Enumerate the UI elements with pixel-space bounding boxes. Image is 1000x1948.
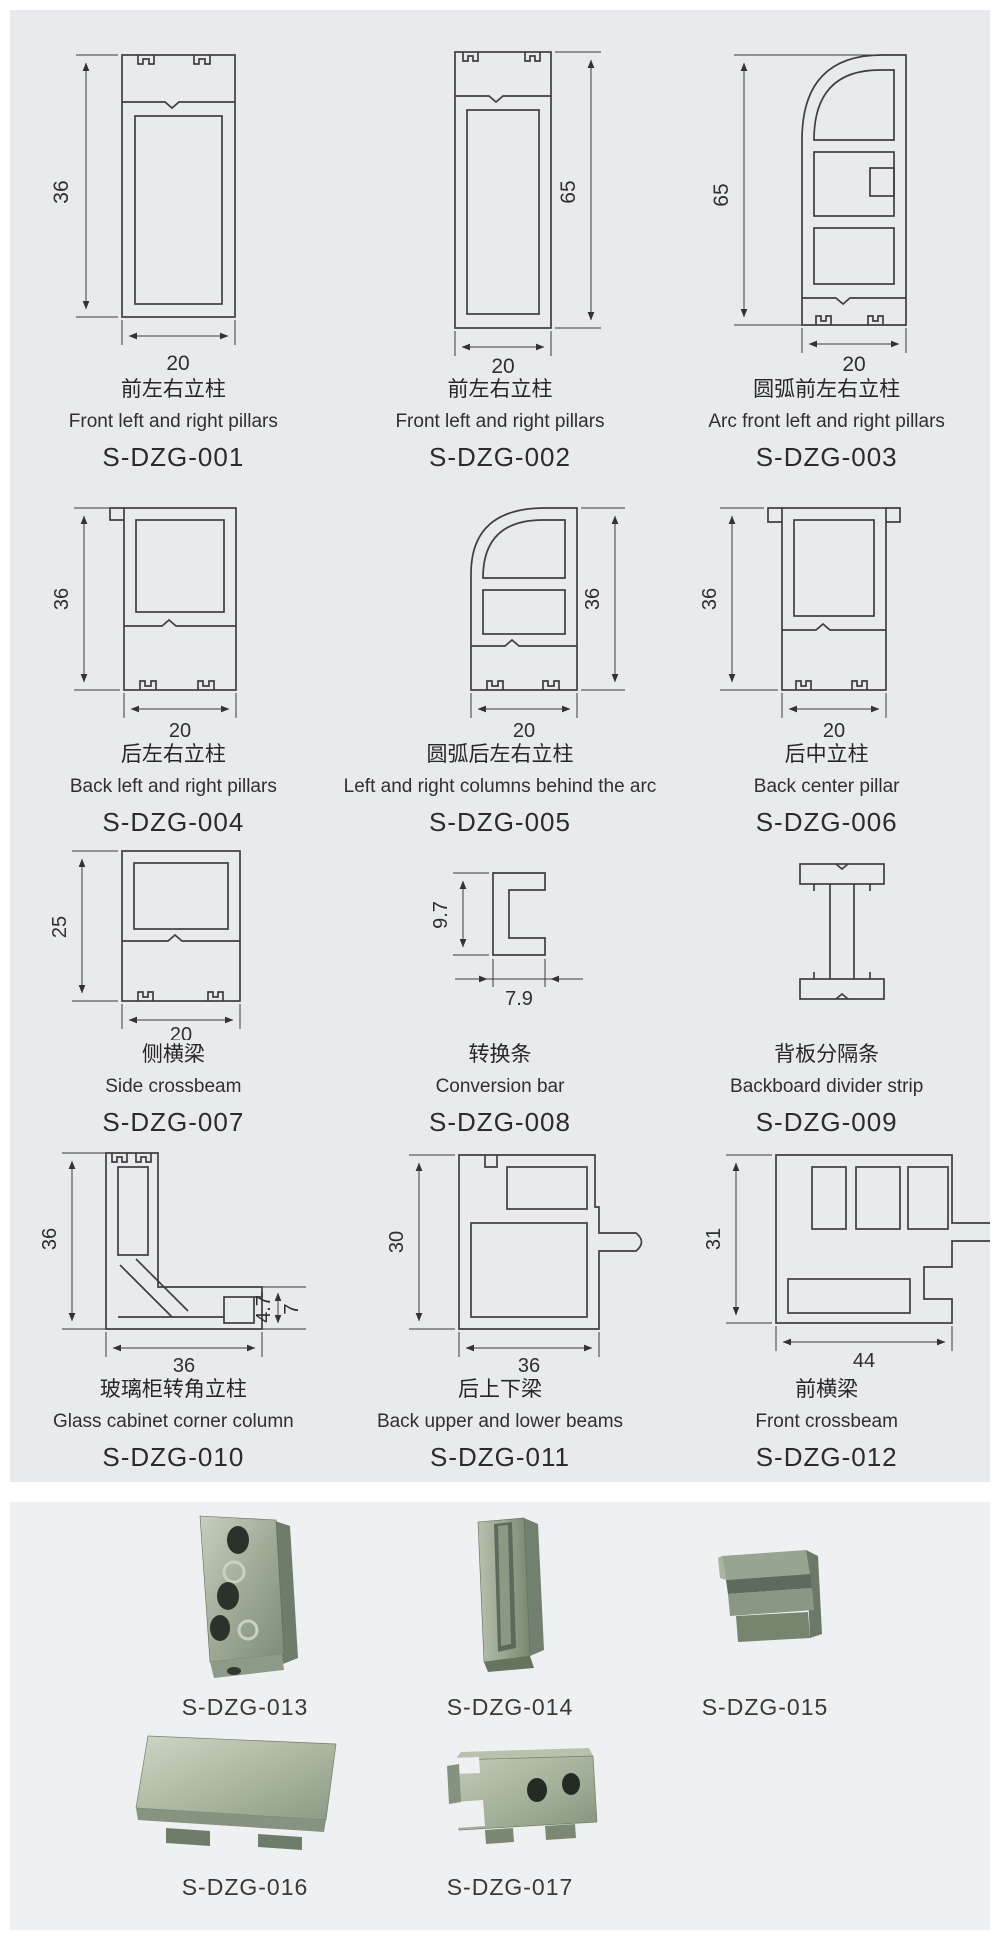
part-name-zh: 圆弧后左右立柱	[426, 743, 574, 766]
part-code: S-DZG-012	[755, 1442, 898, 1472]
part-name-en: Left and right columns behind the arc	[343, 776, 657, 797]
part-code-017: S-DZG-017	[446, 1874, 574, 1900]
dim-width: 20	[170, 1024, 192, 1040]
dim-width: 20	[167, 352, 190, 375]
dim-detail-2: 7	[281, 1303, 303, 1314]
dim-height: 25	[49, 916, 71, 938]
part-name-zh: 侧横梁	[141, 1043, 205, 1066]
dim-height: 36	[39, 1228, 61, 1250]
part-name-zh: 前横梁	[795, 1378, 859, 1401]
dim-width: 44	[853, 1350, 875, 1372]
profile-drawing-011: 30 36	[386, 1154, 643, 1375]
profile-drawing-010: 36 4.7 7 36	[39, 1152, 307, 1375]
part-name-en: Front left and right pillars	[395, 411, 605, 432]
catalog-cell-006: 36 20 后中立柱 Back center pillar S-DZG-006	[663, 494, 990, 839]
hardware-panel: S-DZG-013 S-DZG-014 S-DZG-015 S-DZG-016 …	[10, 1502, 990, 1930]
catalog-cell-003: 65 20 圆弧前左右立柱 Arc front left and right p…	[663, 14, 990, 494]
dim-width: 20	[169, 720, 191, 740]
part-code: S-DZG-009	[755, 1107, 898, 1137]
part-code-015: S-DZG-015	[701, 1694, 829, 1720]
dim-height: 65	[710, 183, 733, 206]
dim-width: 20	[823, 720, 845, 740]
dim-width: 20	[491, 355, 514, 375]
part-code: S-DZG-005	[429, 807, 571, 837]
catalog-cell-012: 31 44 前横梁 Front crossbeam S-DZG-012	[663, 1139, 990, 1474]
part-name-zh: 玻璃柜转角立柱	[99, 1378, 247, 1401]
part-photo-016	[135, 1735, 337, 1850]
part-name-zh: 后上下梁	[457, 1378, 542, 1401]
catalog-cell-009: 背板分隔条 Backboard divider strip S-DZG-009	[663, 839, 990, 1139]
part-name-en: Glass cabinet corner column	[52, 1411, 294, 1432]
profile-drawing-005: 36 20	[470, 507, 625, 740]
part-code: S-DZG-001	[102, 442, 245, 472]
part-code-016: S-DZG-016	[181, 1874, 309, 1900]
dim-width: 36	[518, 1355, 540, 1375]
dim-width: 20	[513, 720, 535, 740]
profile-drawing-006: 36 20	[699, 507, 901, 740]
part-name-en: Side crossbeam	[105, 1076, 242, 1097]
dim-height: 36	[582, 588, 604, 610]
part-photo-017	[447, 1748, 598, 1844]
part-name-en: Front crossbeam	[755, 1411, 898, 1432]
dim-height: 36	[699, 588, 721, 610]
part-code: S-DZG-006	[755, 807, 898, 837]
part-name-en: Back upper and lower beams	[376, 1411, 624, 1432]
profile-drawing-008: 9.7 7.9	[430, 872, 583, 1010]
catalog-cell-007: 25 20 侧横梁 Side crossbeam S-DZG-007	[10, 839, 337, 1139]
part-name-zh: 前左右立柱	[120, 378, 226, 401]
profiles-panel: 36 20 前左右立柱 Front left and right pillars…	[10, 10, 990, 1482]
catalog-cell-002: 65 20 前左右立柱 Front left and right pillars…	[337, 14, 664, 494]
part-name-zh: 后中立柱	[784, 743, 869, 766]
part-photo-013	[199, 1515, 298, 1678]
part-code: S-DZG-003	[755, 442, 898, 472]
dim-height: 30	[386, 1231, 408, 1253]
dim-height: 9.7	[430, 901, 452, 929]
part-code: S-DZG-007	[102, 1107, 245, 1137]
profile-drawing-007: 25 20	[49, 850, 242, 1040]
part-photo-014	[477, 1517, 544, 1672]
catalog-cell-005: 36 20 圆弧后左右立柱 Left and right columns beh…	[337, 494, 664, 839]
dim-width: 7.9	[505, 988, 533, 1010]
part-name-zh: 转换条	[468, 1043, 532, 1066]
profile-drawing-003: 65 20	[710, 54, 907, 375]
catalog-cell-001: 36 20 前左右立柱 Front left and right pillars…	[10, 14, 337, 494]
dim-width: 36	[173, 1355, 195, 1375]
profile-drawing-002: 65 20	[454, 51, 601, 375]
catalog-cell-011: 30 36 后上下梁 Back upper and lower beams S-…	[337, 1139, 664, 1474]
part-name-zh: 背板分隔条	[774, 1043, 880, 1066]
dim-height: 36	[50, 180, 73, 203]
dim-height: 36	[51, 588, 73, 610]
catalog-cell-008: 9.7 7.9 转换条 Conversion bar S-DZG-008	[337, 839, 664, 1139]
part-name-en: Front left and right pillars	[68, 411, 278, 432]
part-name-zh: 圆弧前左右立柱	[753, 378, 901, 401]
part-photo-015	[718, 1550, 822, 1642]
part-name-en: Conversion bar	[435, 1076, 565, 1097]
catalog-cell-010: 36 4.7 7 36 玻璃柜转角立柱 Glass cabinet corner…	[10, 1139, 337, 1474]
part-name-en: Back center pillar	[753, 776, 900, 797]
dim-height: 31	[703, 1228, 725, 1250]
part-name-en: Back left and right pillars	[69, 776, 277, 797]
catalog-cell-004: 36 20 后左右立柱 Back left and right pillars …	[10, 494, 337, 839]
dim-height: 65	[557, 180, 580, 203]
part-code: S-DZG-010	[102, 1442, 245, 1472]
profile-drawing-004: 36 20	[51, 507, 238, 740]
dim-detail-1: 4.7	[253, 1295, 275, 1323]
part-code-013: S-DZG-013	[181, 1694, 309, 1720]
profiles-grid: 36 20 前左右立柱 Front left and right pillars…	[10, 10, 990, 1474]
profile-drawing-009	[798, 863, 885, 1000]
part-name-zh: 后左右立柱	[120, 743, 226, 766]
part-code: S-DZG-011	[429, 1442, 570, 1472]
part-code-014: S-DZG-014	[446, 1694, 574, 1720]
part-code: S-DZG-002	[429, 442, 571, 472]
part-code: S-DZG-008	[429, 1107, 571, 1137]
profile-drawing-012: 31 44	[703, 1154, 990, 1372]
part-name-en: Backboard divider strip	[730, 1076, 924, 1097]
part-name-zh: 前左右立柱	[447, 378, 553, 401]
part-name-en: Arc front left and right pillars	[708, 411, 945, 432]
part-code: S-DZG-004	[102, 807, 245, 837]
profile-drawing-001: 36 20	[50, 54, 237, 375]
dim-width: 20	[842, 353, 865, 375]
